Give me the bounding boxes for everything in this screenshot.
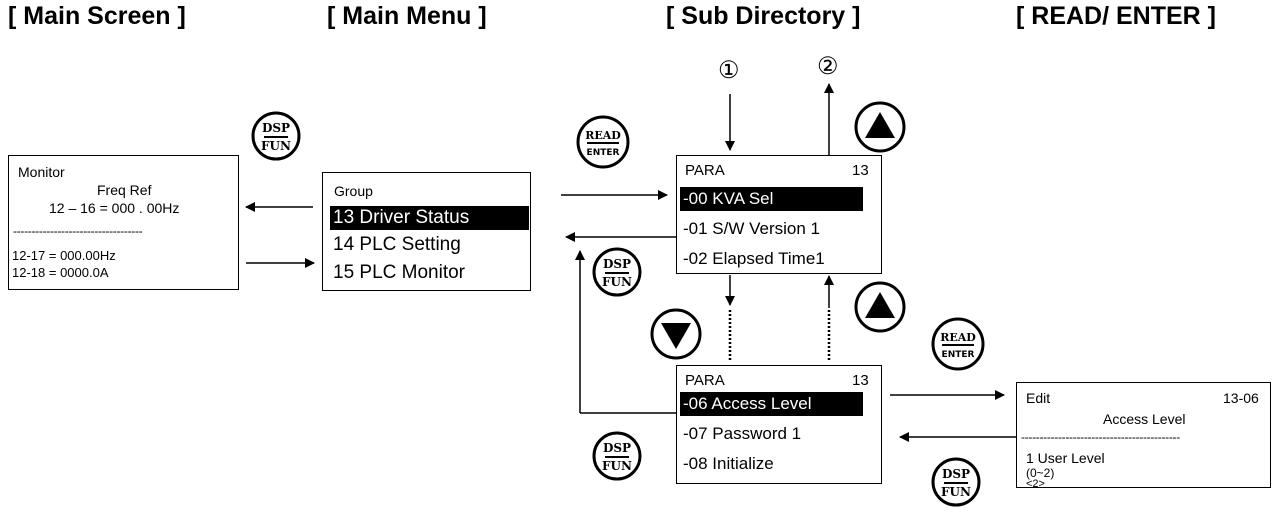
read-label: READ [585, 129, 621, 142]
enter-label: ENTER [587, 148, 620, 158]
title-main-menu: [ Main Menu ] [327, 2, 487, 30]
read-enter-button[interactable]: READ ENTER [575, 114, 631, 170]
group-item-plc-setting[interactable]: 14 PLC Setting [333, 234, 461, 255]
read-label: READ [940, 331, 976, 344]
up-button[interactable] [853, 280, 907, 334]
group-header: Group [334, 183, 373, 199]
fun-label: FUN [602, 275, 632, 289]
read-enter-key-icon: READ ENTER [576, 115, 630, 169]
monitor-panel: Monitor Freq Ref 12 – 16 = 000 . 00Hz --… [8, 155, 239, 290]
marker-2: ② [817, 52, 839, 80]
dsp-fun-key-icon: DSP FUN [251, 111, 301, 161]
up-button[interactable] [853, 100, 907, 154]
edit-panel: Edit 13-06 Access Level ----------------… [1016, 382, 1271, 490]
dsp-fun-key-icon: DSP FUN [931, 457, 981, 507]
group-panel: Group 13 Driver Status 14 PLC Setting 15… [322, 172, 531, 291]
para-bottom-group-number: 13 [852, 372, 869, 389]
para-item-access-level[interactable]: -06 Access Level [680, 392, 863, 416]
dsp-fun-button[interactable]: DSP FUN [591, 430, 643, 482]
edit-range: (0~2) [1026, 466, 1055, 480]
para-item-initialize[interactable]: -08 Initialize [683, 454, 774, 473]
fun-label: FUN [941, 485, 971, 499]
read-enter-button[interactable]: READ ENTER [930, 316, 986, 372]
freq-ref-value: 12 – 16 = 000 . 00Hz [49, 200, 180, 216]
edit-param-name: Access Level [1103, 411, 1186, 427]
dsp-label: DSP [942, 467, 970, 481]
para-panel-bottom: PARA 13 -06 Access Level -07 Password 1 … [676, 365, 882, 484]
fun-label: FUN [261, 139, 291, 153]
monitor-line-output-freq: 12-17 = 000.00Hz [12, 248, 116, 263]
edit-param-number: 13-06 [1223, 390, 1259, 406]
dsp-fun-button[interactable]: DSP FUN [250, 110, 302, 162]
title-sub-directory: [ Sub Directory ] [666, 2, 861, 30]
monitor-divider: ----------------------------------- [13, 224, 143, 238]
group-item-plc-monitor[interactable]: 15 PLC Monitor [333, 262, 466, 283]
dsp-label: DSP [603, 441, 631, 455]
monitor-header: Monitor [18, 164, 65, 180]
read-enter-key-icon: READ ENTER [931, 317, 985, 371]
up-arrow-icon [854, 101, 906, 153]
dsp-fun-button[interactable]: DSP FUN [930, 456, 982, 508]
marker-1: ① [718, 56, 740, 84]
title-read-enter: [ READ/ ENTER ] [1016, 2, 1216, 30]
dsp-fun-key-icon: DSP FUN [592, 431, 642, 481]
para-item-sw-version[interactable]: -01 S/W Version 1 [683, 219, 821, 238]
edit-divider: ----------------------------------------… [1021, 430, 1180, 444]
dsp-label: DSP [603, 257, 631, 271]
para-top-group-number: 13 [852, 162, 869, 179]
para-top-header: PARA [685, 162, 725, 179]
monitor-line-output-current: 12-18 = 0000.0A [12, 265, 109, 280]
title-main-screen: [ Main Screen ] [8, 2, 186, 30]
enter-label: ENTER [942, 350, 975, 360]
para-item-elapsed-time[interactable]: -02 Elapsed Time1 [683, 249, 825, 268]
down-arrow-icon [650, 308, 702, 360]
dsp-label: DSP [262, 121, 290, 135]
para-panel-top: PARA 13 -00 KVA Sel -01 S/W Version 1 -0… [676, 155, 882, 274]
up-arrow-icon [854, 281, 906, 333]
edit-default: <2> [1026, 478, 1045, 490]
para-bottom-header: PARA [685, 372, 725, 389]
dsp-fun-button[interactable]: DSP FUN [591, 246, 643, 298]
edit-current-value: 1 User Level [1026, 450, 1105, 466]
freq-ref-label: Freq Ref [97, 182, 152, 198]
para-item-kva-sel[interactable]: -00 KVA Sel [680, 187, 863, 211]
dsp-fun-key-icon: DSP FUN [592, 247, 642, 297]
down-button[interactable] [649, 307, 703, 361]
para-item-password[interactable]: -07 Password 1 [683, 424, 802, 443]
group-item-driver-status[interactable]: 13 Driver Status [330, 206, 529, 230]
fun-label: FUN [602, 459, 632, 473]
edit-header: Edit [1026, 390, 1051, 406]
